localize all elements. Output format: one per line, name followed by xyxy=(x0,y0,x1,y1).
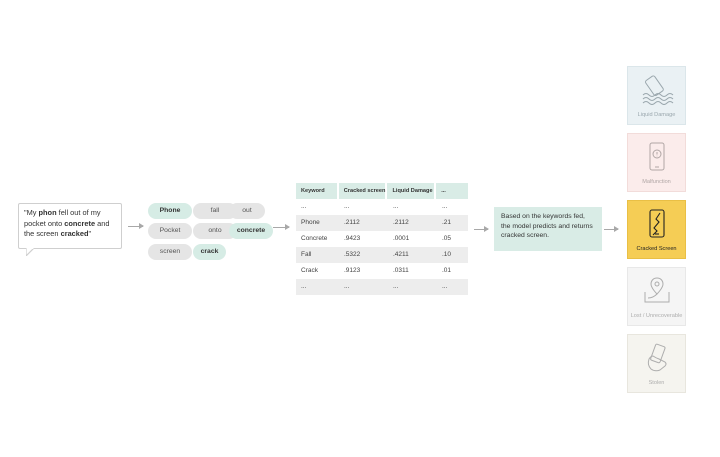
arrow-to-categories xyxy=(604,226,619,232)
keyword-cracked: cracked xyxy=(60,229,89,239)
category-card-liquid-damage: Liquid Damage xyxy=(627,66,686,125)
arrow-to-keywords xyxy=(128,223,144,229)
input-speech-bubble: "My phon fell out of my pocket onto conc… xyxy=(18,203,122,249)
table-row: Concrete.9423.0001.05 xyxy=(301,235,452,242)
keyword-probability-table: Keyword Cracked screen Liquid Damage ...… xyxy=(296,183,468,295)
table-row: Phone.2112.2112.21 xyxy=(296,215,468,231)
category-label: Stolen xyxy=(648,380,665,386)
keyword-pill: out xyxy=(229,203,265,219)
keyword-pill: concrete xyxy=(229,223,273,239)
liquid-damage-icon xyxy=(642,75,673,105)
keyword-pill: crack xyxy=(193,244,226,260)
keyword-pill: onto xyxy=(193,223,237,239)
table-header: Keyword Cracked screen Liquid Damage ... xyxy=(296,183,468,199)
table-row: ............ xyxy=(296,279,468,295)
bubble-tail xyxy=(26,248,34,256)
category-card-cracked-screen: Cracked Screen xyxy=(627,200,686,259)
column-header: ... xyxy=(436,183,468,199)
column-header: Keyword xyxy=(296,183,337,199)
table-row: ............ xyxy=(301,203,448,210)
category-label: Liquid Damage xyxy=(637,112,676,118)
column-header: Cracked screen xyxy=(338,183,386,199)
keyword-pill: screen xyxy=(148,244,192,260)
keyword-pill: fall xyxy=(193,203,237,219)
keyword-phon: phon xyxy=(38,208,57,217)
malfunction-icon xyxy=(649,142,664,171)
table-row: Crack.9123.0311.01 xyxy=(301,267,452,274)
keyword-pill: Phone xyxy=(148,203,192,219)
column-header: Liquid Damage xyxy=(387,183,435,199)
category-card-stolen: Stolen xyxy=(627,334,686,393)
arrow-to-prediction xyxy=(474,226,489,232)
arrow-to-table xyxy=(273,224,290,230)
category-label: Malfunction xyxy=(642,179,671,185)
prediction-box: Based on the keywords fed, the model pre… xyxy=(494,207,602,251)
category-card-lost-unrecoverable: Lost / Unrecoverable xyxy=(627,267,686,326)
category-label: Lost / Unrecoverable xyxy=(630,313,683,319)
stolen-icon xyxy=(647,343,666,372)
keyword-pill: Pocket xyxy=(148,223,192,239)
table-row: Fall.5322.4211.10 xyxy=(296,247,468,263)
category-card-malfunction: Malfunction xyxy=(627,133,686,192)
cracked-screen-icon xyxy=(648,209,665,238)
lost-icon xyxy=(644,277,669,303)
category-label: Cracked Screen xyxy=(636,246,677,252)
keyword-concrete: concrete xyxy=(64,218,96,228)
